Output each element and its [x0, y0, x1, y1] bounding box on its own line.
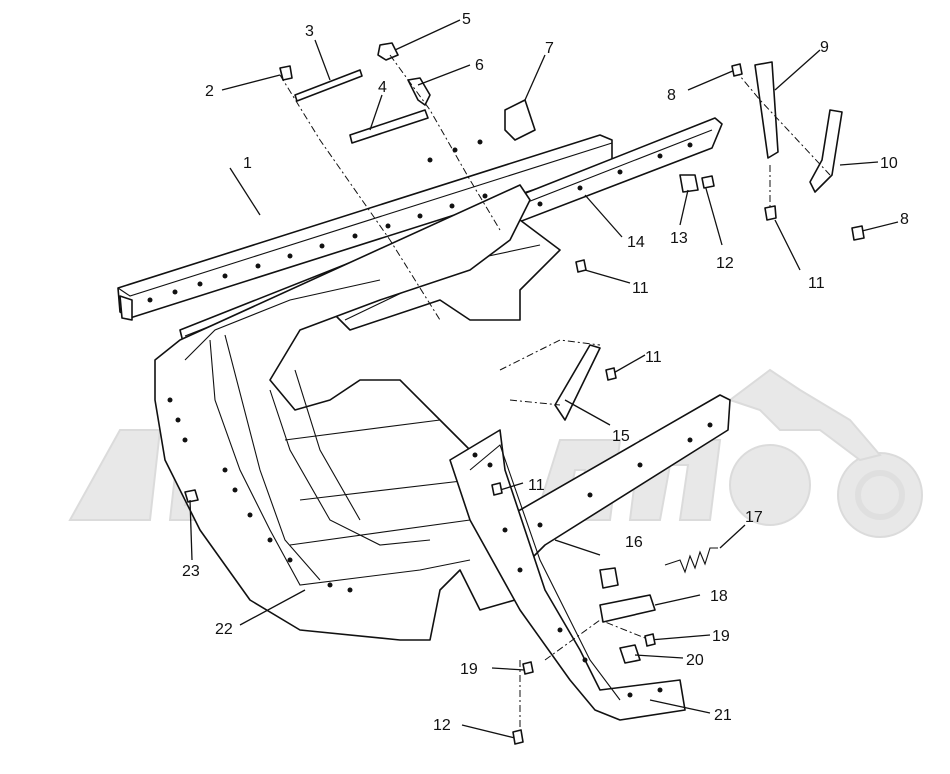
- callout-11b: 11: [645, 349, 662, 366]
- callout-23: 23: [182, 563, 200, 580]
- callout-15: 15: [612, 428, 630, 445]
- part-4-channel: [349, 109, 429, 144]
- callout-leaders: [189, 19, 899, 739]
- callout-17: 17: [745, 509, 763, 526]
- part-17-spring: [664, 547, 718, 574]
- part-22-hood-body: [154, 184, 731, 641]
- callout-19b: 19: [460, 661, 478, 678]
- part-5-grommet: [377, 42, 399, 61]
- callout-16: 16: [625, 534, 643, 551]
- part-21-lower-bracket: [449, 429, 686, 721]
- part-3-strip: [294, 69, 363, 102]
- callout-4: 4: [378, 79, 387, 96]
- callout-12a: 12: [716, 255, 734, 272]
- callout-8b: 8: [900, 211, 909, 228]
- callout-10: 10: [880, 155, 898, 172]
- callout-9: 9: [820, 39, 829, 56]
- part-16-plug: [599, 567, 619, 589]
- assembly-lines: [279, 54, 831, 740]
- callout-11d: 11: [808, 275, 825, 292]
- callout-19a: 19: [712, 628, 730, 645]
- callout-5: 5: [462, 11, 471, 28]
- callout-11a: 11: [632, 280, 649, 297]
- part-10-strut: [809, 109, 843, 193]
- callout-labels: 1 2 3 4 5 6 7 8 8 9 10 11 11 11 11 12 12…: [182, 11, 909, 734]
- callout-6: 6: [475, 57, 484, 74]
- part-13-nut: [679, 174, 699, 193]
- callout-11c: 11: [528, 477, 545, 494]
- part-9-bracket: [754, 61, 779, 159]
- callout-3: 3: [305, 23, 314, 40]
- callout-18: 18: [710, 588, 728, 605]
- part-6-stud: [407, 77, 431, 106]
- callout-7: 7: [545, 40, 554, 57]
- callout-13: 13: [670, 230, 688, 247]
- callout-2: 2: [205, 83, 214, 100]
- callout-14: 14: [627, 234, 645, 251]
- callout-20: 20: [686, 652, 704, 669]
- callout-21: 21: [714, 707, 732, 724]
- callout-1: 1: [243, 155, 252, 172]
- callout-8a: 8: [667, 87, 676, 104]
- part-18-plate: [599, 594, 656, 623]
- part-23-fastener: [184, 489, 199, 503]
- callout-22: 22: [215, 621, 233, 638]
- part-15-bracket: [554, 344, 601, 421]
- part-20-clip: [619, 644, 641, 664]
- fasteners: [279, 63, 865, 745]
- part-7-clip: [504, 99, 536, 141]
- callout-12b: 12: [433, 717, 451, 734]
